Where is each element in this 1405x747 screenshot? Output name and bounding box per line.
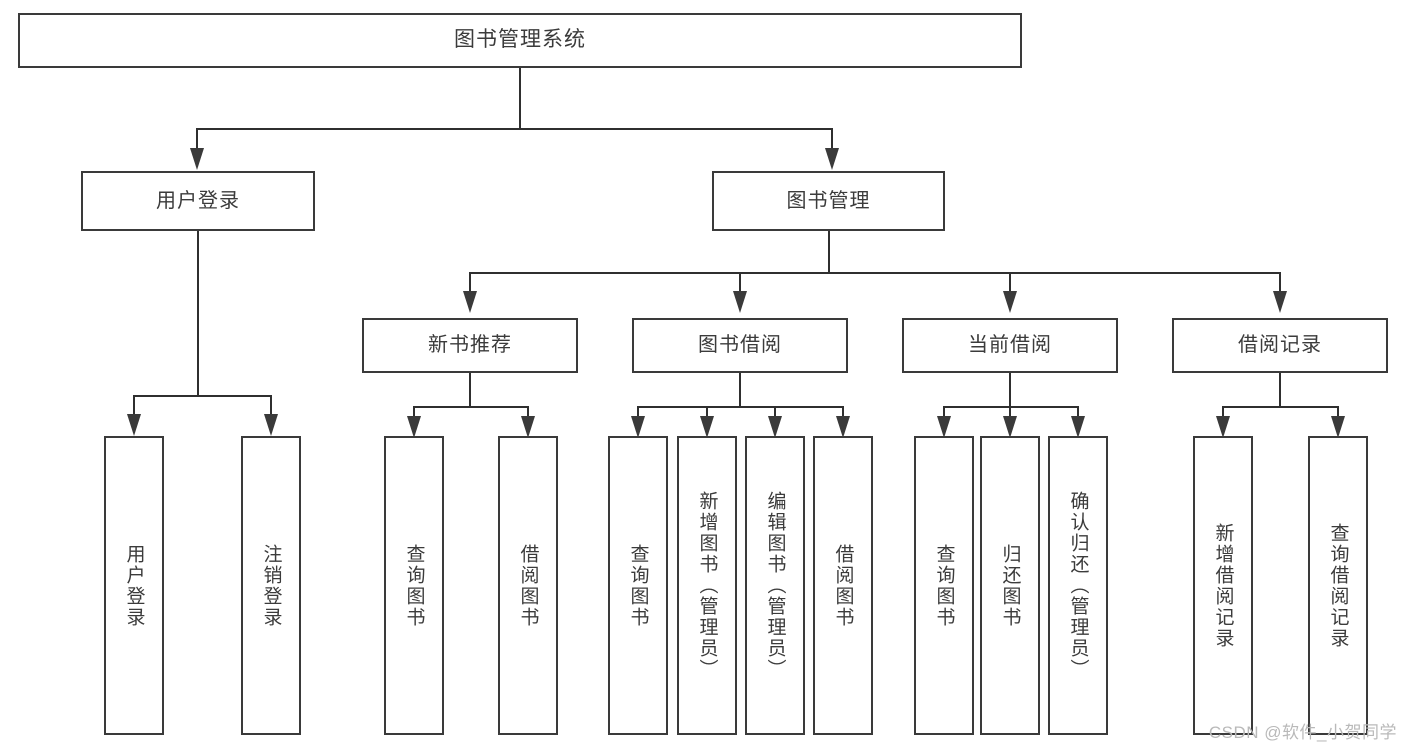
connector-bm-drop-1 [469,272,471,294]
connector-cb-bus [943,406,1079,408]
node-label: 查询借阅记录 [1327,522,1349,649]
leaf-user-login-signin[interactable]: 用户登录 [104,436,164,735]
connector-bm-drop-3 [1009,272,1011,294]
connector-bb-drop-3 [774,406,776,420]
connector-user-login-bus [133,395,271,397]
connector-cb-drop-1 [943,406,945,420]
node-label: 用户登录 [156,189,240,212]
leaf-book-borrow-edit[interactable]: 编辑图书（管理员） [745,436,805,735]
node-label: 新增借阅记录 [1212,522,1234,649]
node-label: 用户登录 [123,543,145,628]
arrowhead-nbr-leaf-1 [407,416,421,438]
node-new-book-recommend[interactable]: 新书推荐 [362,318,578,373]
connector-root-to-book-management [831,128,833,150]
connector-br-stem [1279,373,1281,407]
connector-root-bus [196,128,833,130]
connector-nbr-drop-2 [527,406,529,420]
node-label: 归还图书 [999,543,1021,628]
arrowhead-bb-leaf-2 [700,416,714,438]
node-label: 借阅图书 [832,543,854,628]
leaf-book-borrow-query[interactable]: 查询图书 [608,436,668,735]
node-label: 图书管理 [786,189,871,212]
connector-user-login-stem [197,231,199,396]
arrowhead-to-borrow-record [1273,291,1287,313]
arrowhead-cb-leaf-1 [937,416,951,438]
node-book-management[interactable]: 图书管理 [712,171,945,231]
arrowhead-cb-leaf-3 [1071,416,1085,438]
connector-bb-drop-4 [842,406,844,420]
arrowhead-user-login-leaf-2 [264,414,278,436]
leaf-current-borrow-query[interactable]: 查询图书 [914,436,974,735]
node-label: 图书管理系统 [454,28,586,52]
node-label: 编辑图书（管理员） [764,491,786,680]
arrowhead-bb-leaf-1 [631,416,645,438]
connector-bm-drop-2 [739,272,741,294]
leaf-book-borrow-add[interactable]: 新增图书（管理员） [677,436,737,735]
connector-book-management-bus [469,272,1281,274]
connector-bb-bus [637,406,843,408]
connector-user-login-drop-1 [133,395,135,417]
connector-user-login-drop-2 [270,395,272,417]
connector-root-stem [519,68,521,129]
arrowhead-br-leaf-2 [1331,416,1345,438]
connector-bb-drop-2 [706,406,708,420]
node-user-login[interactable]: 用户登录 [81,171,315,231]
node-label: 当前借阅 [968,334,1052,356]
node-label: 查询图书 [627,543,649,628]
arrowhead-bb-leaf-4 [836,416,850,438]
node-label: 注销登录 [260,543,282,628]
connector-root-to-user-login [196,128,198,150]
node-label: 借阅记录 [1238,334,1322,356]
connector-br-drop-2 [1337,406,1339,420]
connector-nbr-drop-1 [413,406,415,420]
node-label: 查询图书 [933,543,955,628]
connector-bb-drop-1 [637,406,639,420]
arrowhead-to-book-borrow [733,291,747,313]
arrowhead-nbr-leaf-2 [521,416,535,438]
node-label: 查询图书 [403,543,425,628]
leaf-book-borrow-lend[interactable]: 借阅图书 [813,436,873,735]
connector-nbr-stem [469,373,471,407]
node-label: 新增图书（管理员） [696,491,718,680]
node-label: 借阅图书 [517,543,539,628]
node-root-book-management-system[interactable]: 图书管理系统 [18,13,1022,68]
connector-nbr-bus [413,406,528,408]
node-borrow-record[interactable]: 借阅记录 [1172,318,1388,373]
arrowhead-cb-leaf-2 [1003,416,1017,438]
leaf-new-book-query[interactable]: 查询图书 [384,436,444,735]
leaf-current-borrow-return[interactable]: 归还图书 [980,436,1040,735]
node-label: 新书推荐 [428,334,512,356]
connector-bm-drop-4 [1279,272,1281,294]
node-current-borrow[interactable]: 当前借阅 [902,318,1118,373]
connector-bb-stem [739,373,741,407]
csdn-watermark: CSDN @软件_小贺同学 [1208,723,1397,742]
leaf-borrow-record-add[interactable]: 新增借阅记录 [1193,436,1253,735]
arrowhead-to-book-management [825,148,839,170]
leaf-borrow-record-query[interactable]: 查询借阅记录 [1308,436,1368,735]
connector-book-management-stem [828,231,830,273]
node-book-borrow[interactable]: 图书借阅 [632,318,848,373]
arrowhead-br-leaf-1 [1216,416,1230,438]
connector-cb-drop-3 [1077,406,1079,420]
arrowhead-to-user-login [190,148,204,170]
node-label: 图书借阅 [698,334,782,356]
connector-cb-drop-2 [1009,406,1011,420]
arrowhead-bb-leaf-3 [768,416,782,438]
leaf-new-book-borrow[interactable]: 借阅图书 [498,436,558,735]
connector-br-bus [1222,406,1338,408]
arrowhead-to-new-book-recommend [463,291,477,313]
leaf-current-borrow-confirm-return[interactable]: 确认归还（管理员） [1048,436,1108,735]
leaf-user-login-signout[interactable]: 注销登录 [241,436,301,735]
node-label: 确认归还（管理员） [1067,491,1089,680]
arrowhead-to-current-borrow [1003,291,1017,313]
arrowhead-user-login-leaf-1 [127,414,141,436]
connector-cb-stem [1009,373,1011,407]
connector-br-drop-1 [1222,406,1224,420]
